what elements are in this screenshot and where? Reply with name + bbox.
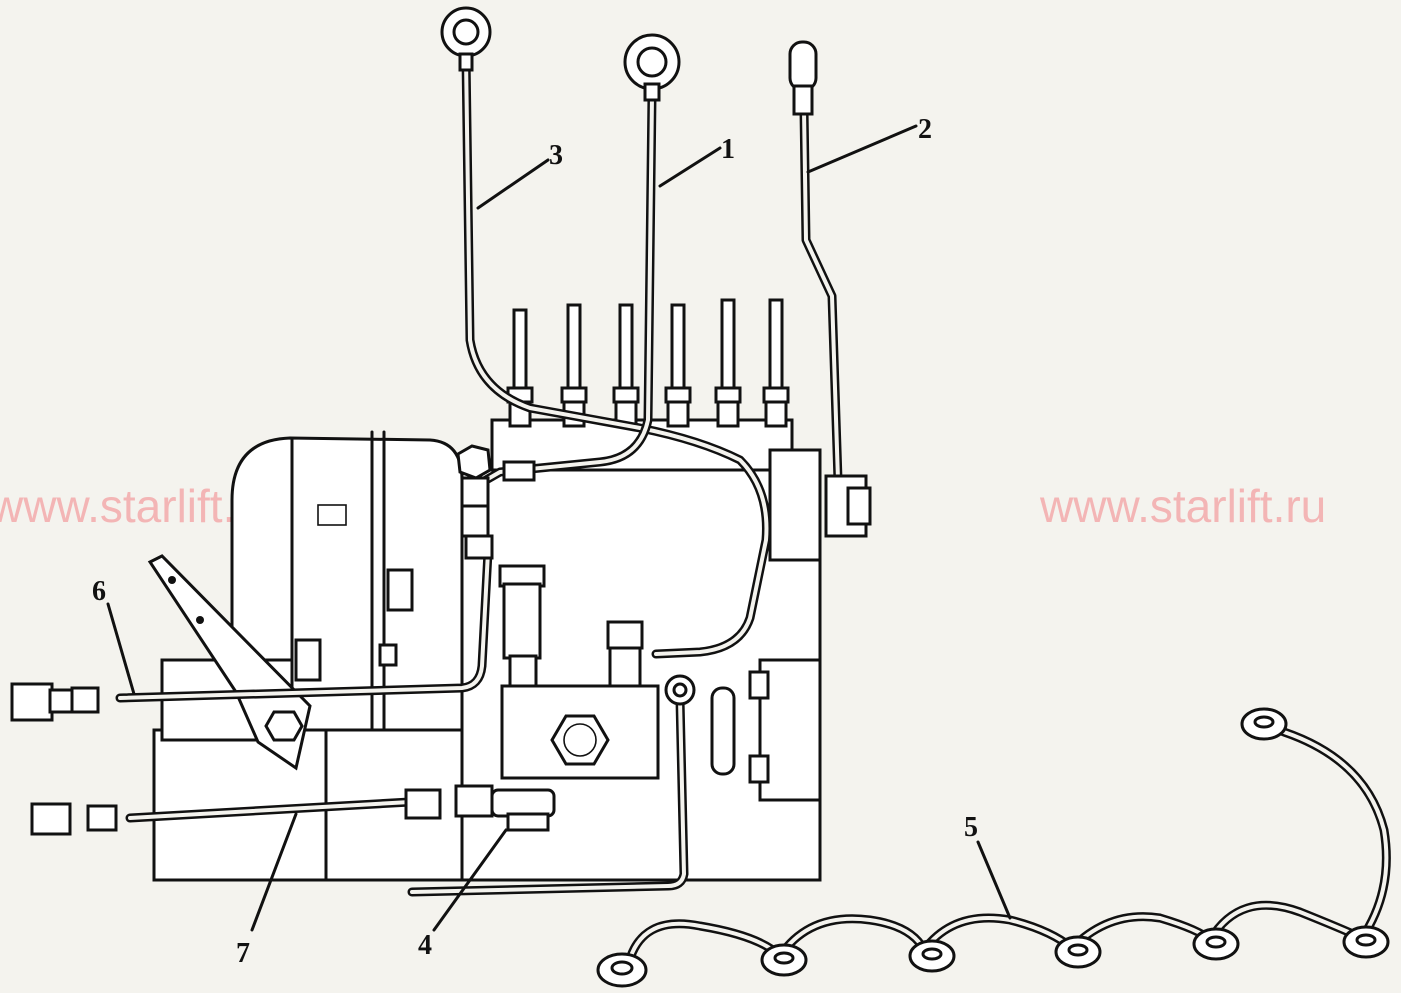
callout-4: 4	[418, 930, 432, 961]
ground-strap-chain	[596, 707, 1391, 988]
watermark-left: www.starlift.ru	[0, 480, 276, 532]
throttle-lever	[147, 554, 312, 771]
pipes	[115, 53, 843, 897]
callout-1: 1	[721, 134, 735, 165]
callout-5: 5	[964, 812, 978, 843]
leader-lines	[106, 124, 1012, 932]
watermark-right: www.starlift.ru	[1039, 480, 1326, 532]
side-fitting	[606, 620, 644, 688]
connector-nuts	[10, 682, 556, 836]
callout-2: 2	[918, 114, 932, 145]
inlet-fittings	[456, 444, 872, 560]
delivery-valves	[506, 298, 790, 428]
lower-bracket	[500, 684, 660, 780]
callout-7: 7	[236, 938, 250, 969]
filter-element	[498, 564, 546, 688]
callout-3: 3	[549, 140, 563, 171]
callout-6: 6	[92, 576, 106, 607]
callout-labels: 1 2 3 4 5 6 7	[92, 114, 978, 969]
pipe-ends	[440, 6, 818, 706]
